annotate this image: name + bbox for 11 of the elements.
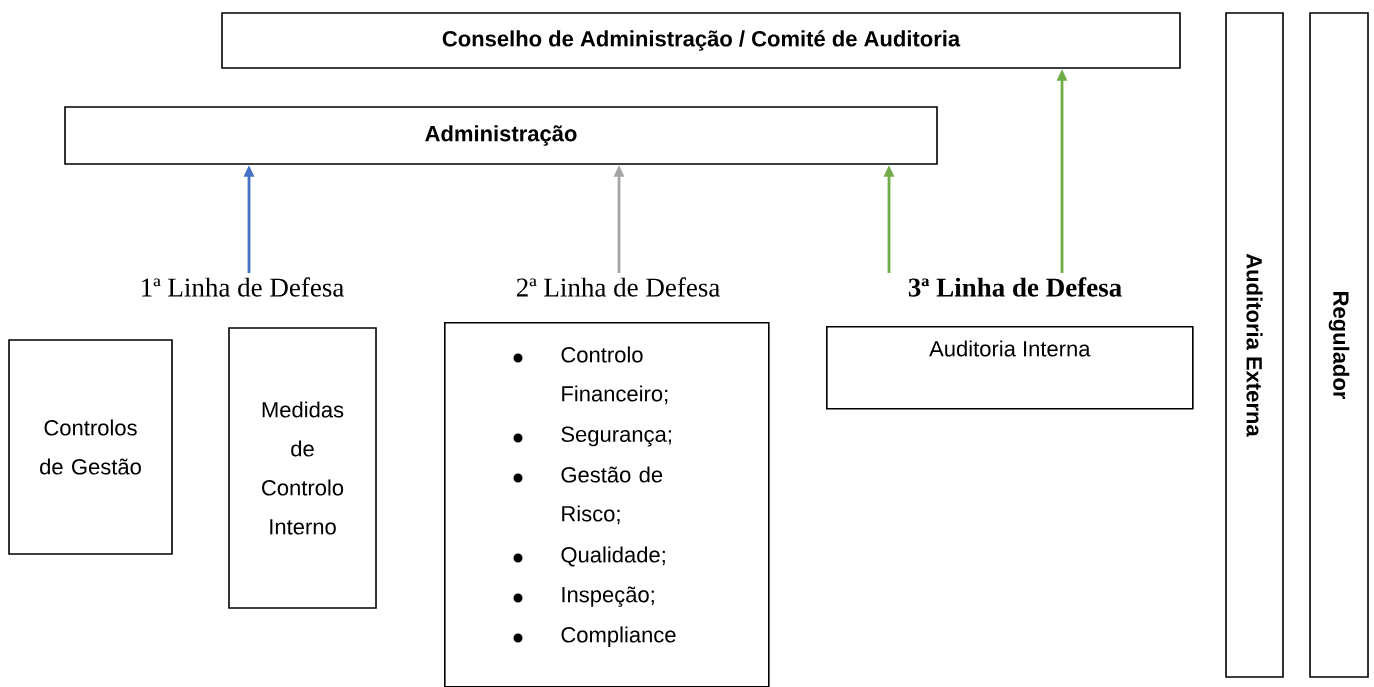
line-label: 1ª Linha de Defesa xyxy=(142,277,344,297)
line-label: 3ª Linha de Defesa xyxy=(908,277,1122,297)
process-box: Administração xyxy=(64,106,938,165)
vertical-box: Auditoria Externa xyxy=(1225,12,1284,678)
process-box: Controlos de Gestão xyxy=(8,339,173,555)
line-label: 2ª Linha de Defesa xyxy=(516,277,720,297)
process-box: Medidas de Controlo Interno xyxy=(228,327,377,609)
vertical-box: Regulador xyxy=(1309,12,1369,678)
process-box: Conselho de Administração / Comité de Auditoria xyxy=(221,12,1181,69)
process-box: Auditoria Interna xyxy=(826,326,1194,410)
list-box: Controlo Financeiro; Segurança; Gestão de Risco; Qualidade; Inspeção; Compliance xyxy=(444,322,770,687)
